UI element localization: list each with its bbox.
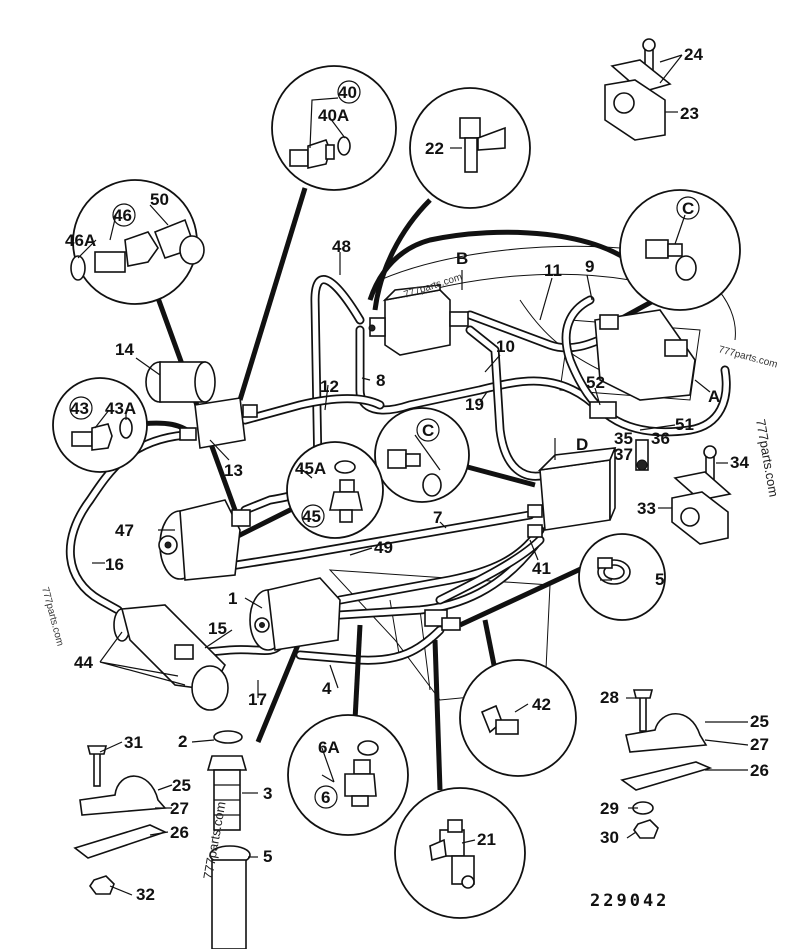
callout-42: 42 xyxy=(532,695,551,714)
pump-47 xyxy=(158,499,251,581)
detail-circle-22 xyxy=(409,87,531,209)
callout-5-top: 5 xyxy=(655,570,664,589)
valve-block-a xyxy=(594,309,696,401)
callout-46: 46 xyxy=(113,206,132,225)
detail-circle-40 xyxy=(271,65,397,191)
watermark-right-vertical: 777parts.com xyxy=(753,418,781,498)
callout-10: 10 xyxy=(496,337,515,356)
callout-43: 43 xyxy=(70,399,89,418)
detail-circle-5 xyxy=(578,533,666,621)
callout-27-left: 27 xyxy=(170,799,189,818)
callout-1: 1 xyxy=(228,589,237,608)
clamp-33 xyxy=(671,445,732,545)
callout-40a: 40A xyxy=(318,106,349,125)
callout-12: 12 xyxy=(320,377,339,396)
letter-c-upper: C xyxy=(682,199,694,218)
letter-c-center: C xyxy=(422,421,434,440)
callout-14: 14 xyxy=(115,340,134,359)
detail-circle-21 xyxy=(394,787,526,919)
callout-45a: 45A xyxy=(295,459,326,478)
callout-50: 50 xyxy=(150,190,169,209)
callout-rings xyxy=(69,80,700,809)
callout-31: 31 xyxy=(124,733,143,752)
drawing-number: 229042 xyxy=(590,891,669,911)
callout-4: 4 xyxy=(322,679,332,698)
callout-45: 45 xyxy=(302,507,321,526)
callout-44: 44 xyxy=(74,653,93,672)
callout-43a: 43A xyxy=(105,399,136,418)
letter-a: A xyxy=(708,387,720,406)
pump-1 xyxy=(249,577,341,651)
callout-16: 16 xyxy=(105,555,124,574)
callout-13: 13 xyxy=(224,461,243,480)
callout-6a: 6A xyxy=(318,738,340,757)
valve-block-b xyxy=(368,284,469,356)
callout-49: 49 xyxy=(374,538,393,557)
callout-2: 2 xyxy=(178,732,187,751)
callout-3: 3 xyxy=(263,784,272,803)
detail-circle-6 xyxy=(287,714,409,836)
fitting-stack-2-3-5 xyxy=(206,730,251,949)
clamp-set-left xyxy=(73,745,168,895)
callout-32: 32 xyxy=(136,885,155,904)
callout-23: 23 xyxy=(680,104,699,123)
detail-circle-43 xyxy=(52,377,148,473)
clamp-23 xyxy=(604,38,672,141)
letter-d: D xyxy=(576,435,588,454)
detail-circle-c-upper xyxy=(619,189,741,311)
watermark-left: 777parts.com xyxy=(39,586,65,647)
callout-24: 24 xyxy=(684,45,703,64)
letter-b: B xyxy=(456,249,468,268)
callout-25-left: 25 xyxy=(172,776,191,795)
callout-5-bottom: 5 xyxy=(263,847,272,866)
callout-37: 37 xyxy=(614,445,633,464)
callout-labels: 1 2 3 4 5 5 6 6A 7 8 9 10 11 12 13 14 15… xyxy=(65,45,769,904)
detail-circle-46 xyxy=(70,179,205,305)
callout-51: 51 xyxy=(675,415,694,434)
callout-8: 8 xyxy=(376,371,385,390)
callout-27-right: 27 xyxy=(750,735,769,754)
callout-11: 11 xyxy=(544,261,562,280)
callout-40: 40 xyxy=(338,83,357,102)
callout-36: 36 xyxy=(651,429,670,448)
fittings-center xyxy=(424,401,649,631)
callout-28: 28 xyxy=(600,688,619,707)
callout-19: 19 xyxy=(465,395,484,414)
callout-48: 48 xyxy=(332,237,351,256)
callout-7: 7 xyxy=(433,508,442,527)
callout-leaders xyxy=(77,54,749,896)
callout-25-right: 25 xyxy=(750,712,769,731)
callout-21: 21 xyxy=(477,830,496,849)
callout-30: 30 xyxy=(600,828,619,847)
detail-circle-42 xyxy=(459,659,577,777)
callout-26-left: 26 xyxy=(170,823,189,842)
clamp-set-right xyxy=(620,689,713,839)
callout-15: 15 xyxy=(208,619,227,638)
callout-41: 41 xyxy=(532,559,551,578)
filter-assembly-14 xyxy=(145,361,258,449)
callout-6: 6 xyxy=(321,788,330,807)
detail-circle-45 xyxy=(286,441,384,539)
detail-circle-c-center xyxy=(374,407,470,503)
callout-22: 22 xyxy=(425,139,444,158)
callout-29: 29 xyxy=(600,799,619,818)
callout-46a: 46A xyxy=(65,231,96,250)
callout-52: 52 xyxy=(586,373,605,392)
callout-34: 34 xyxy=(730,453,749,472)
callout-26-right: 26 xyxy=(750,761,769,780)
callout-9: 9 xyxy=(585,257,594,276)
callout-35: 35 xyxy=(614,429,633,448)
block-d xyxy=(527,447,617,538)
callout-17: 17 xyxy=(248,690,267,709)
filter-assembly-44 xyxy=(113,604,229,711)
callout-33: 33 xyxy=(637,499,656,518)
callout-47: 47 xyxy=(115,521,134,540)
